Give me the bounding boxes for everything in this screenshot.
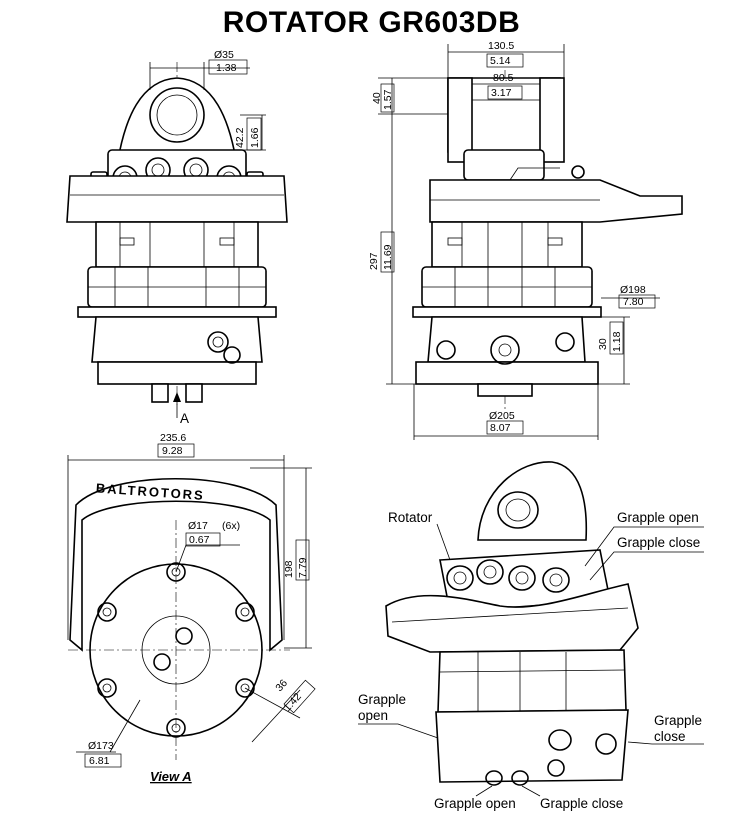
dim-bottom-height: 30 [597, 338, 609, 350]
dim-width-inch: 9.28 [162, 445, 183, 457]
label-grapple-open-left-1: Grapple [358, 692, 406, 707]
dim-pin-height-inch: 1.66 [249, 127, 261, 148]
dim-top-inch: 1.57 [382, 89, 394, 110]
view-a-caption: View A [150, 769, 192, 784]
dim-offset-inch: 1.42 [281, 691, 304, 714]
dim-hole-inch: 0.67 [189, 534, 210, 546]
iso-ports [446, 559, 570, 593]
label-grapple-open-top: Grapple open [617, 510, 699, 525]
dim-hole-diameter: Ø35 [214, 49, 234, 61]
label-grapple-open-left-2: open [358, 708, 388, 723]
dim-housing-diameter-inch: 7.80 [623, 296, 644, 308]
dim-hole: Ø17 [188, 520, 208, 532]
dim-total-height-inch: 11.69 [382, 244, 394, 270]
dim-base-diameter: Ø205 [489, 410, 515, 422]
dim-housing-diameter: Ø198 [620, 284, 646, 296]
dim-outer-width: 130.5 [488, 40, 514, 52]
view-a: BALTROTORS 235.6 9.28 [67, 432, 316, 784]
dim-base-diameter-inch: 8.07 [490, 422, 511, 434]
label-grapple-close-bottom: Grapple close [540, 796, 623, 811]
dim-total-height: 297 [368, 252, 380, 270]
dim-height: 198 [283, 560, 295, 578]
dim-outer-width-inch: 5.14 [490, 55, 511, 67]
dim-bolt-circle-inch: 6.81 [89, 755, 110, 767]
front-view: A Ø35 1.38 42.2 1.66 [66, 49, 288, 426]
label-grapple-close-right-2: close [654, 729, 686, 744]
dim-top: 40 [371, 92, 383, 104]
label-grapple-close-top: Grapple close [617, 535, 700, 550]
dim-bottom-height-inch: 1.18 [611, 331, 623, 352]
iso-view: Rotator Grapple open Grapple close Grapp… [358, 461, 704, 811]
label-rotator: Rotator [388, 510, 433, 525]
dim-bolt-circle: Ø173 [88, 740, 114, 752]
label-grapple-open-bottom: Grapple open [434, 796, 516, 811]
dim-inner-width-inch: 3.17 [491, 87, 512, 99]
dim-height-inch: 7.79 [297, 557, 309, 578]
view-marker-a: A [180, 411, 189, 426]
dim-hole-count: (6x) [222, 520, 240, 532]
side-view: 130.5 5.14 80.5 3.17 40 1.57 297 11.69 Ø… [368, 40, 683, 440]
dim-width: 235.6 [160, 432, 186, 444]
dim-pin-height: 42.2 [234, 127, 246, 148]
drawing-title: ROTATOR GR603DB [222, 6, 521, 39]
dim-inner-width: 80.5 [493, 72, 514, 84]
label-grapple-close-right-1: Grapple [654, 713, 702, 728]
dim-hole-diameter-inch: 1.38 [216, 62, 237, 74]
dim-offset: 36 [273, 677, 290, 694]
